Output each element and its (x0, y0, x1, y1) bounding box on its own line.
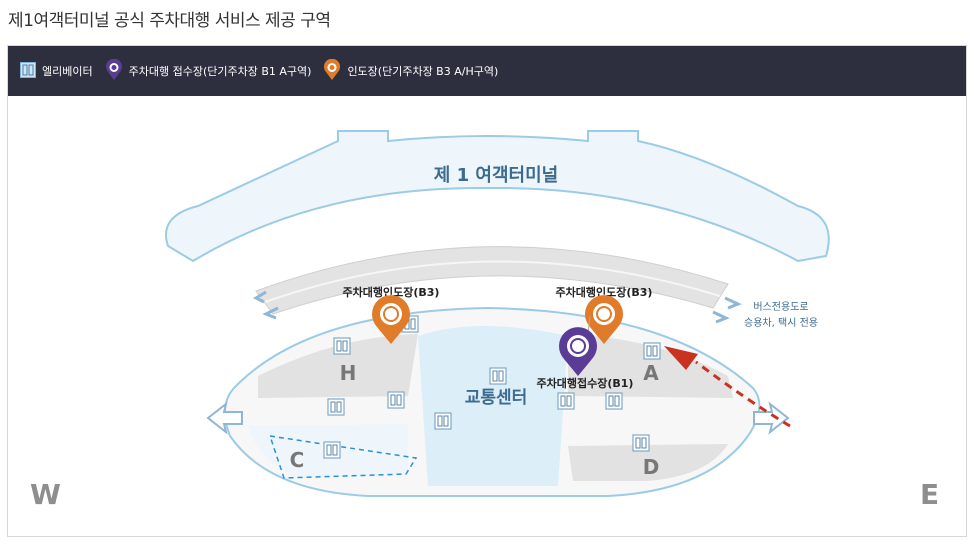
parking-zone-map: 엘리베이터 주차대행 접수장(단기주차장 B1 A구역) 인도장(단기주차장 B… (7, 45, 967, 537)
curbside-road (255, 246, 729, 315)
elevator-icon (605, 392, 623, 410)
pickup-west-pin[interactable] (371, 295, 411, 344)
legend-elevator-label: 엘리베이터 (42, 65, 93, 78)
elevator-icon (557, 392, 575, 410)
transport-center-area (418, 326, 568, 486)
entry-arrow-icon (712, 310, 730, 324)
exit-arrow-icon (252, 290, 267, 304)
terminal-building (165, 130, 830, 263)
legend-reception: 주차대행 접수장(단기주차장 B1 A구역) (105, 58, 312, 84)
compass-east: E (920, 478, 940, 511)
reception-pin-icon (105, 58, 123, 84)
car-taxi-label: 승용차, 택시 전용 (744, 317, 818, 329)
zone-d-label: D (643, 455, 660, 479)
pickup-east-label: 주차대행인도장(B3) (556, 285, 653, 299)
elevator-icon (20, 61, 36, 81)
road-lane-line (264, 260, 721, 303)
entry-arrow-icon (724, 296, 742, 310)
zone-d-area (568, 444, 728, 481)
transport-center-label: 교통센터 (465, 388, 528, 408)
compass-west: W (30, 478, 61, 511)
legend-pickup: 인도장(단기주차장 B3 A/H구역) (323, 58, 499, 84)
elevator-icon (434, 412, 452, 430)
pickup-west-label: 주차대행인도장(B3) (343, 285, 440, 299)
legend-elevator: 엘리베이터 (20, 61, 93, 81)
pickup-east-pin[interactable] (584, 295, 623, 344)
zone-h-label: H (340, 361, 357, 385)
west-exit-arrow-icon (206, 401, 243, 435)
page-title: 제1여객터미널 공식 주차대행 서비스 제공 구역 (8, 11, 331, 31)
exit-arrow-icon (262, 306, 279, 320)
elevator-icon (387, 391, 405, 409)
route-arrow (695, 360, 791, 428)
zone-a-area (568, 334, 733, 398)
elevator-icon (327, 398, 345, 416)
map-drawing: 제 1 여객터미널 교통센터 H A C D 주차대행인도장(B3) (165, 130, 830, 497)
legend-pickup-label: 인도장(단기주차장 B3 A/H구역) (347, 65, 499, 78)
terminal-label: 제 1 여객터미널 (434, 165, 558, 186)
pickup-pin-icon (323, 58, 341, 84)
elevator-icon (489, 367, 507, 385)
elevator-icon (632, 434, 650, 452)
route-arrow-head-icon (664, 346, 698, 370)
east-entry-arrow-icon (753, 401, 790, 435)
elevator-icon (323, 441, 341, 459)
zone-a-label: A (643, 361, 659, 385)
legend-reception-label: 주차대행 접수장(단기주차장 B1 A구역) (128, 65, 312, 78)
reception-label: 주차대행접수장(B1) (537, 376, 634, 390)
bus-road-label: 버스전용도로 (753, 301, 808, 313)
map-legend: 엘리베이터 주차대행 접수장(단기주차장 B1 A구역) 인도장(단기주차장 B… (8, 46, 966, 96)
zone-c-label: C (290, 448, 305, 472)
zone-c-boundary (268, 435, 418, 479)
elevator-icon (333, 337, 351, 355)
zone-h-area (258, 334, 418, 398)
reception-pin[interactable] (559, 327, 597, 376)
elevator-icon (643, 342, 661, 360)
